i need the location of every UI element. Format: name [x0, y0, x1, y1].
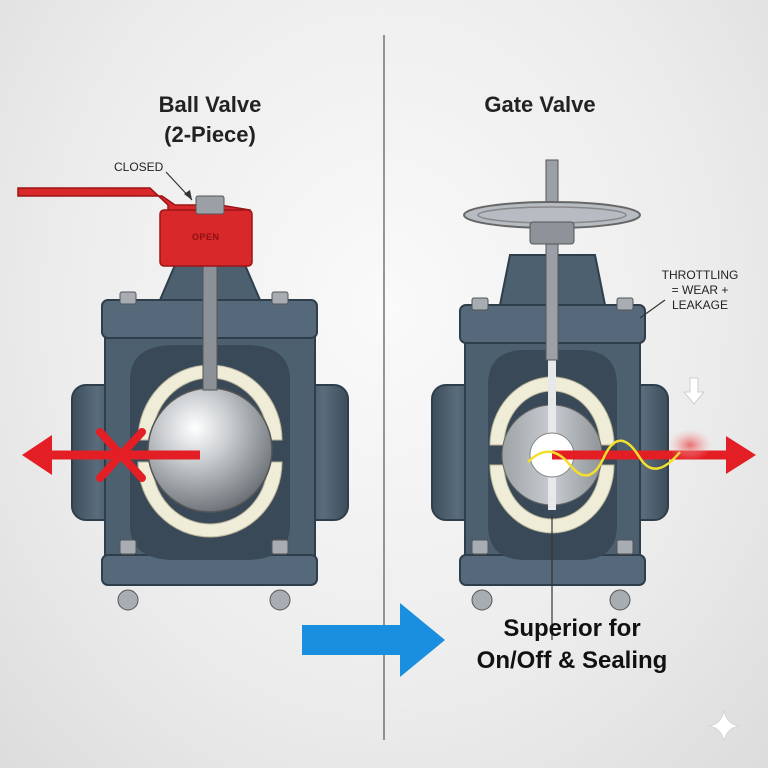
- leak-point-arrow: [682, 377, 706, 405]
- leakage-spray: [668, 429, 712, 461]
- throttling-callout-line1: THROTTLING: [661, 268, 739, 282]
- ball-valve-title: Ball Valve (2-Piece): [110, 90, 310, 150]
- gate-valve-lower-seat: [489, 464, 615, 534]
- ball-valve-bolts: [117, 291, 291, 611]
- throttling-callout-line: [639, 299, 666, 319]
- blocked-x-mark: [96, 428, 146, 482]
- verdict-line1: Superior for: [503, 615, 641, 642]
- gate-slot: [548, 350, 556, 510]
- ball-valve: [17, 171, 349, 611]
- sparkle-icon: [707, 709, 741, 743]
- ball-valve-title-line2: (2-Piece): [164, 122, 256, 147]
- gate-valve-flow-arrowhead: [726, 436, 756, 474]
- gate-valve-title: Gate Valve: [484, 92, 596, 117]
- ball-valve-stem-nut: [195, 195, 225, 215]
- handwheel-nut: [529, 221, 575, 245]
- gate-valve-stem: [545, 159, 559, 361]
- throttling-callout-line3: LEAKAGE: [671, 298, 729, 312]
- gate-valve-bolts: [471, 297, 634, 611]
- closed-label: CLOSED: [114, 160, 164, 174]
- gate-valve-upper-seat: [489, 376, 615, 446]
- verdict-text: Superior for On/Off & Sealing: [452, 613, 692, 677]
- ball-valve-title-line1: Ball Valve: [158, 92, 262, 117]
- verdict-line2: On/Off & Sealing: [476, 647, 668, 674]
- verdict-arrow: [302, 603, 445, 677]
- turbulence-line: [527, 439, 681, 477]
- gate-valve: [431, 159, 756, 640]
- ball: [147, 387, 273, 513]
- ball-valve-upper-seat: [137, 364, 283, 441]
- throttling-callout-line2: = WEAR +: [671, 283, 729, 297]
- ball-valve-flow-arrowhead: [22, 435, 52, 475]
- handle-open-text: OPEN: [192, 232, 220, 242]
- throttling-callout: THROTTLING = WEAR + LEAKAGE: [640, 268, 760, 313]
- ball-valve-lower-seat: [137, 461, 283, 538]
- closed-callout-arrowhead: [184, 190, 192, 200]
